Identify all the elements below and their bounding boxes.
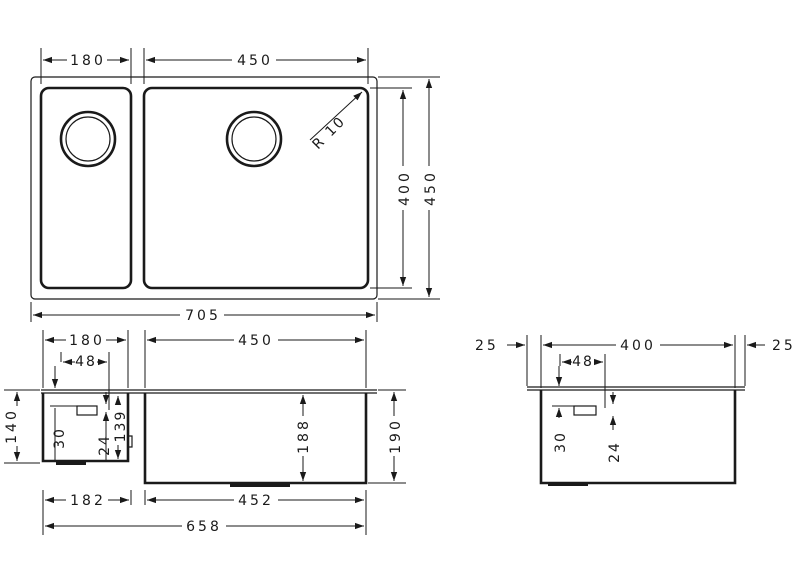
radius-label: R 10: [310, 113, 350, 153]
dim-label-450-vertical: 450: [423, 170, 439, 206]
front-dim-label-450: 450: [238, 333, 274, 349]
front-dim-label-24: 24: [97, 434, 113, 456]
side-overflow: [573, 405, 597, 416]
large-bowl: [142, 86, 370, 290]
front-large-bowl: [143, 393, 368, 485]
side-view: 25 400 25 48 30 24: [475, 335, 796, 486]
front-dim-label-140: 140: [4, 408, 20, 444]
dim-label-180: 180: [70, 53, 106, 69]
front-dim-label-658: 658: [186, 519, 222, 535]
side-dim-label-24: 24: [607, 441, 623, 463]
side-dim-label-400: 400: [620, 338, 656, 354]
side-dim-label-48: 48: [572, 354, 594, 370]
front-dim-label-139: 139: [113, 410, 129, 443]
front-dim-label-188: 188: [296, 418, 312, 454]
front-dim-label-182: 182: [70, 493, 106, 509]
outer-rim: [30, 76, 378, 300]
front-small-drain: [56, 461, 86, 465]
front-large-drain: [230, 482, 290, 487]
front-dim-label-48: 48: [75, 354, 97, 370]
small-bowl: [39, 86, 133, 290]
front-dim-label-30: 30: [52, 427, 68, 449]
dim-label-400: 400: [397, 170, 413, 206]
dim-label-705: 705: [185, 308, 221, 324]
plan-view: 180 450 R 10 400 450 705: [30, 48, 440, 324]
side-drain: [548, 482, 588, 486]
front-dim-label-452: 452: [238, 493, 274, 509]
large-bowl-drain-inner: [231, 116, 277, 162]
front-view: 180 450 48 30 24 139 140 188: [4, 330, 406, 535]
side-dim-label-25-left: 25: [475, 338, 499, 354]
front-dim-label-190: 190: [388, 418, 404, 454]
side-bowl: [539, 390, 737, 485]
side-dim-label-25-right: 25: [772, 338, 796, 354]
front-small-overflow: [76, 405, 98, 416]
small-bowl-drain-inner: [65, 116, 111, 162]
small-bowl-drain: [59, 110, 117, 168]
side-dim-label-30: 30: [553, 431, 569, 453]
large-bowl-drain: [225, 110, 283, 168]
radius-leader: [309, 91, 363, 141]
front-dim-label-180: 180: [69, 333, 105, 349]
dim-label-450: 450: [237, 53, 273, 69]
